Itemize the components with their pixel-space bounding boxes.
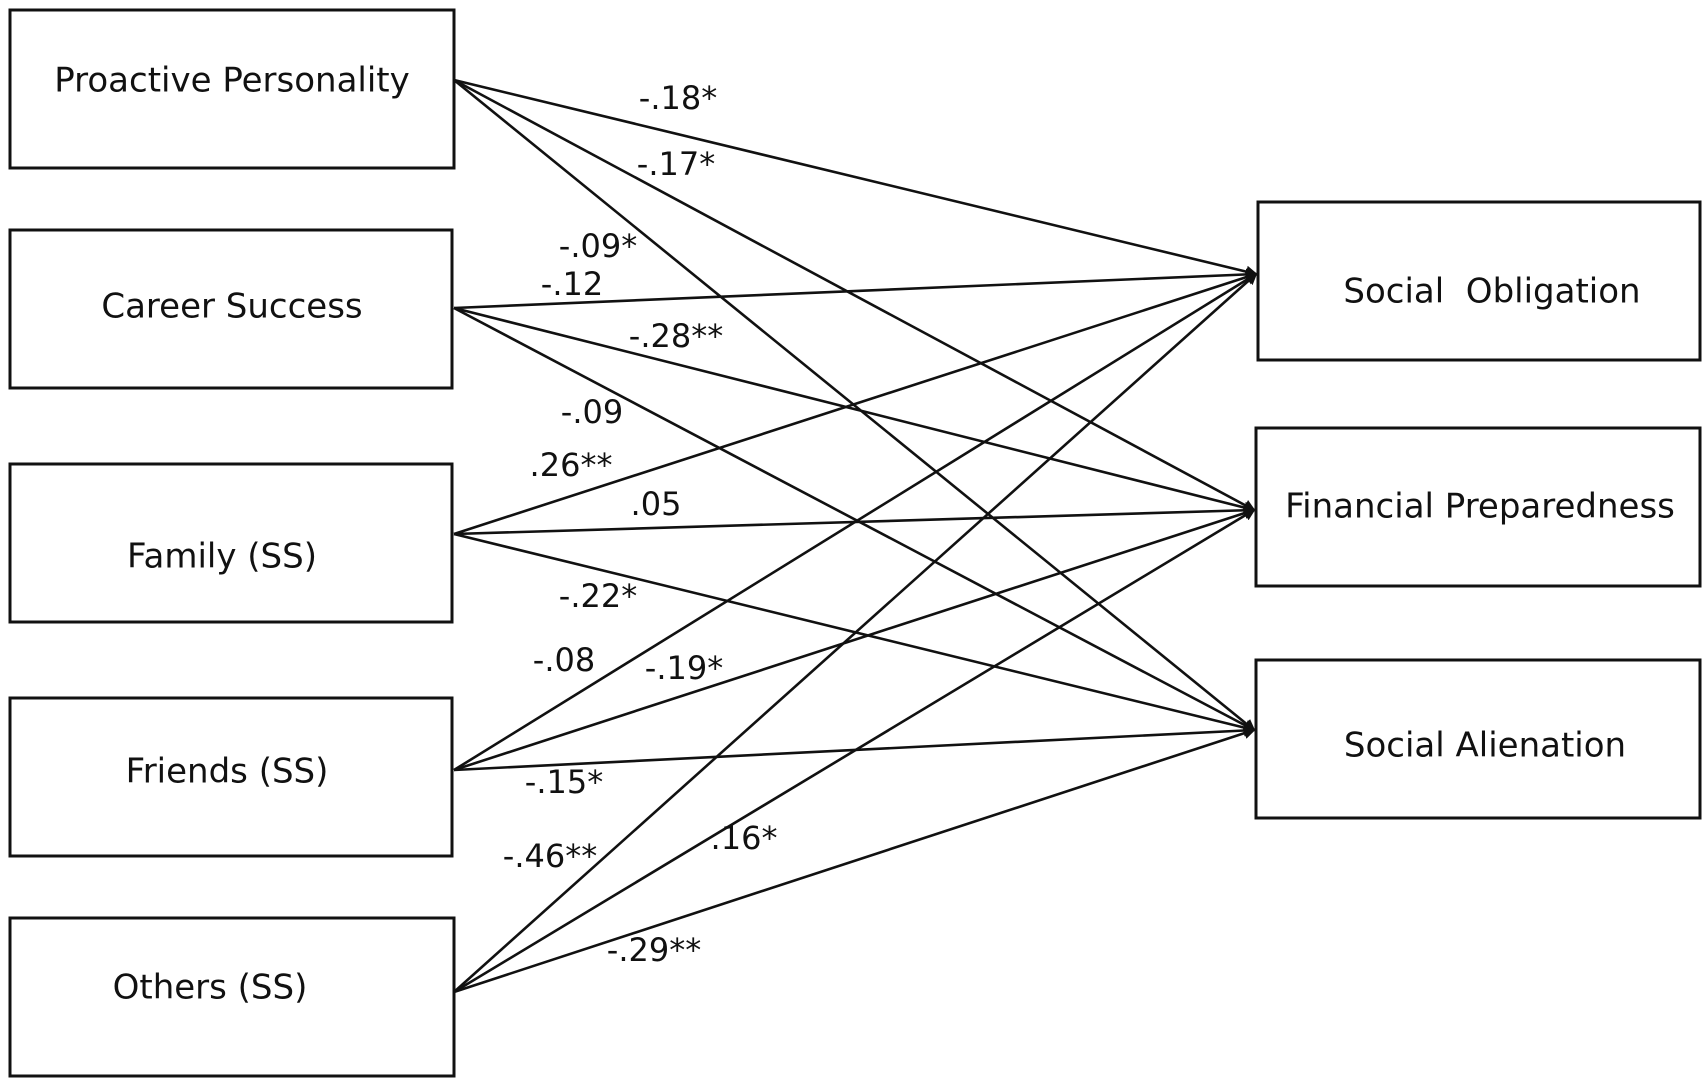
path-arrow-oth-to-sa	[453, 727, 1256, 994]
coefficient-label-fam-to-fp: .05	[631, 485, 682, 523]
node-box-pp	[8, 8, 456, 170]
coefficient-label-fam-to-so: .26**	[530, 446, 613, 484]
path-arrow-pp-to-so	[453, 78, 1258, 278]
path-arrow-cs-to-so	[453, 268, 1258, 310]
coefficient-label-cs-to-sa: -.09	[561, 393, 623, 431]
coefficient-label-fr-to-so: -.08	[533, 641, 595, 679]
node-fam: Family (SS)	[8, 462, 454, 624]
coefficient-label-fr-to-sa: -.15*	[525, 763, 603, 801]
node-box-fp	[1254, 426, 1702, 588]
coefficient-label-fam-to-sa: -.22*	[559, 577, 637, 615]
coefficient-label-oth-to-so: -.46**	[503, 837, 597, 875]
path-arrow-fr-to-so	[453, 272, 1258, 772]
coefficient-label-fr-to-fp: -.19*	[645, 649, 723, 687]
node-box-so	[1256, 200, 1702, 362]
node-label-pp: Proactive Personality	[54, 61, 410, 101]
paths-layer	[453, 78, 1258, 994]
node-box-sa	[1254, 658, 1702, 820]
path-arrow-oth-to-so	[453, 272, 1258, 993]
node-box-cs	[8, 228, 454, 390]
coefficient-label-cs-to-fp: -.28**	[629, 317, 723, 355]
node-fp: Financial Preparedness	[1254, 426, 1702, 588]
node-box-oth	[8, 916, 456, 1078]
node-label-so: Social Obligation	[1343, 272, 1640, 312]
node-so: Social Obligation	[1256, 200, 1702, 362]
path-arrow-cs-to-fp	[453, 306, 1256, 514]
coefficient-labels-layer: -.18* -.17* -.09*-.12 -.28**-.09 .26** .05 -.2…	[503, 79, 778, 969]
node-pp: Proactive Personality	[8, 8, 456, 170]
node-label-cs: Career Success	[101, 287, 362, 327]
node-label-sa: Social Alienation	[1344, 726, 1626, 766]
node-cs: Career Success	[8, 228, 454, 390]
node-oth: Others (SS)	[8, 916, 456, 1078]
coefficient-label-cs-to-so: -.12	[541, 265, 603, 303]
path-arrow-pp-to-fp	[453, 78, 1256, 512]
path-arrow-fam-to-so	[453, 271, 1258, 536]
coefficient-label-pp-to-fp: -.17*	[637, 145, 715, 183]
path-arrow-oth-to-fp	[453, 508, 1256, 994]
node-label-oth: Others (SS)	[113, 968, 308, 1008]
path-arrow-fam-to-sa	[453, 532, 1256, 734]
node-box-fr	[8, 696, 454, 858]
path-arrow-fr-to-fp	[453, 507, 1256, 772]
coefficient-label-oth-to-fp: .16*	[711, 819, 778, 857]
node-sa: Social Alienation	[1254, 658, 1702, 820]
node-fr: Friends (SS)	[8, 696, 454, 858]
coefficient-label-pp-to-sa: -.09*	[559, 227, 637, 265]
node-box-fam	[8, 462, 454, 624]
path-arrow-cs-to-sa	[453, 306, 1256, 732]
coefficient-label-pp-to-so: -.18*	[639, 79, 717, 117]
node-label-fam: Family (SS)	[127, 537, 317, 577]
node-label-fr: Friends (SS)	[126, 752, 329, 792]
node-label-fp: Financial Preparedness	[1285, 487, 1675, 527]
coefficient-label-oth-to-sa: -.29**	[607, 931, 701, 969]
